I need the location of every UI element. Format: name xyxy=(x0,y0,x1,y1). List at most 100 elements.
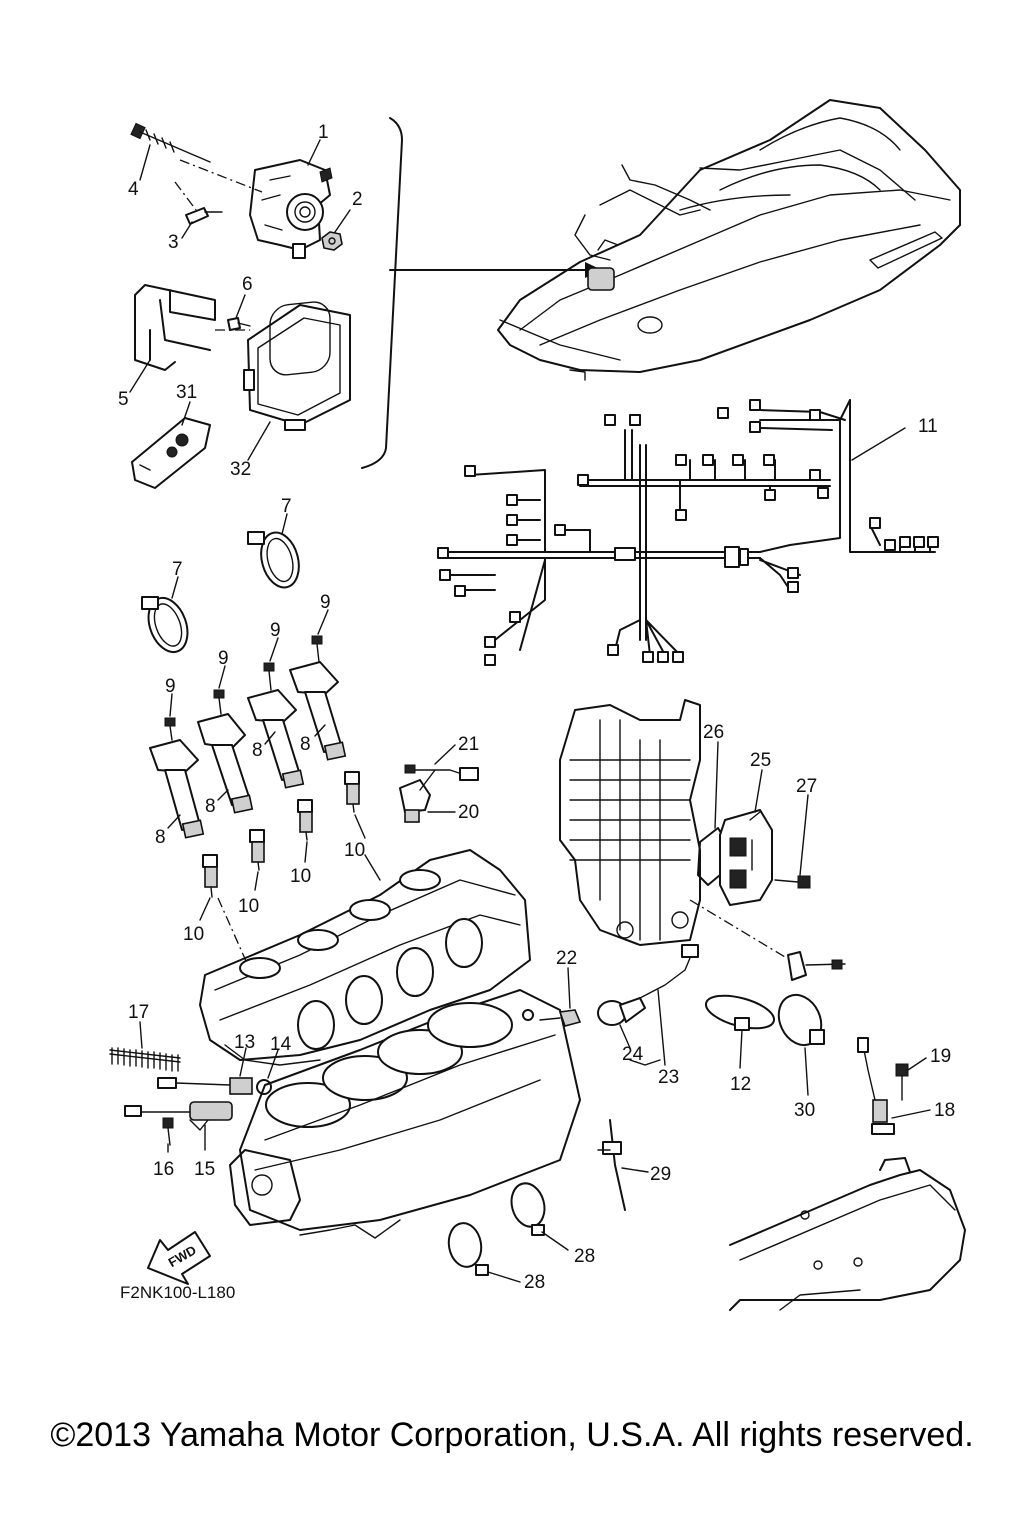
callout-17: 17 xyxy=(128,1002,149,1049)
svg-text:1: 1 xyxy=(318,122,329,143)
callout-6: 6 xyxy=(235,274,253,319)
ignition-coils xyxy=(149,661,347,839)
callout-12: 12 xyxy=(730,1029,751,1095)
drawing-code: F2NK100-L180 xyxy=(120,1283,235,1302)
sensor-part-22 xyxy=(539,1009,582,1027)
band-part-30 xyxy=(777,993,825,1047)
svg-text:9: 9 xyxy=(320,592,331,613)
watercraft-illustration xyxy=(497,99,961,381)
svg-text:9: 9 xyxy=(218,648,229,669)
svg-text:7: 7 xyxy=(281,496,292,517)
sensor-part-18 xyxy=(857,1037,895,1135)
callout-9b: 9 xyxy=(218,648,229,689)
remote-key-part-31 xyxy=(131,417,211,489)
gasket-part-14 xyxy=(256,1079,272,1095)
centerline-module xyxy=(689,899,791,961)
callout-1: 1 xyxy=(307,122,329,166)
coil-bolts xyxy=(164,635,323,741)
callout-16: 16 xyxy=(153,1143,174,1180)
band-part-28-lower xyxy=(447,1222,489,1276)
callout-25: 25 xyxy=(750,750,771,813)
callout-2: 2 xyxy=(334,189,363,233)
bolt-part-16 xyxy=(162,1117,174,1146)
svg-text:24: 24 xyxy=(622,1044,644,1065)
callout-4: 4 xyxy=(128,144,151,200)
svg-text:31: 31 xyxy=(176,382,197,403)
callout-30: 30 xyxy=(794,1047,815,1121)
callout-9d: 9 xyxy=(317,592,331,635)
svg-text:11: 11 xyxy=(918,416,938,437)
callout-15: 15 xyxy=(194,1124,215,1180)
svg-text:8: 8 xyxy=(205,796,216,817)
svg-text:16: 16 xyxy=(153,1159,174,1180)
svg-text:14: 14 xyxy=(270,1034,292,1055)
svg-text:4: 4 xyxy=(128,179,139,200)
band-part-28-upper xyxy=(510,1182,546,1236)
svg-text:10: 10 xyxy=(344,840,365,861)
svg-text:29: 29 xyxy=(650,1164,671,1185)
callout-11: 11 xyxy=(851,416,938,461)
bolt-part-4 xyxy=(130,122,263,193)
callout-3: 3 xyxy=(168,221,193,253)
svg-text:8: 8 xyxy=(252,740,263,761)
callout-32: 32 xyxy=(230,421,271,480)
callout-9a: 9 xyxy=(165,676,176,717)
sensor-part-13 xyxy=(157,1077,253,1095)
bolt-part-27 xyxy=(774,875,811,889)
svg-text:6: 6 xyxy=(242,274,253,295)
callout-27: 27 xyxy=(796,776,817,876)
wire-harness-part-11 xyxy=(437,399,939,666)
bracket-connector xyxy=(787,951,846,981)
callout-13: 13 xyxy=(234,1032,255,1077)
band-part-7-upper xyxy=(247,531,300,589)
svg-text:26: 26 xyxy=(703,722,724,743)
callout-28a: 28 xyxy=(541,1231,595,1267)
callout-28b: 28 xyxy=(487,1271,545,1293)
cylinder-block xyxy=(229,989,581,1239)
sensor-part-24 xyxy=(597,997,646,1026)
callout-10d: 10 xyxy=(344,814,381,881)
svg-text:9: 9 xyxy=(165,676,176,697)
exhaust-pipe xyxy=(729,1157,966,1311)
svg-text:3: 3 xyxy=(168,232,179,253)
callout-10b: 10 xyxy=(238,871,259,917)
bolt-part-19 xyxy=(895,1063,909,1101)
sensor-part-20 xyxy=(399,779,431,823)
callout-5: 5 xyxy=(118,359,151,410)
svg-text:28: 28 xyxy=(574,1246,595,1267)
control-module-part-25 xyxy=(719,809,773,906)
bolt-part-21 xyxy=(404,764,479,791)
svg-text:20: 20 xyxy=(458,802,479,823)
svg-text:18: 18 xyxy=(934,1100,955,1121)
callout-14: 14 xyxy=(267,1034,292,1079)
callout-23: 23 xyxy=(657,989,679,1088)
svg-text:22: 22 xyxy=(556,948,577,969)
tie-part-29 xyxy=(597,1119,626,1211)
bracket-part-5 xyxy=(134,284,250,371)
callout-10a: 10 xyxy=(183,897,211,945)
ecm-unit-part-32 xyxy=(243,301,351,431)
svg-text:9: 9 xyxy=(270,620,281,641)
callout-8a: 8 xyxy=(155,814,181,848)
callout-9c: 9 xyxy=(269,620,281,662)
callout-labels: 1 2 3 4 5 6 31 32 7 7 9 9 9 9 8 8 8 8 10… xyxy=(118,122,955,1293)
callout-8c: 8 xyxy=(252,731,276,761)
callout-29: 29 xyxy=(621,1164,671,1185)
callout-7a: 7 xyxy=(281,496,292,535)
band-part-12 xyxy=(704,994,776,1031)
svg-text:30: 30 xyxy=(794,1100,815,1121)
svg-text:25: 25 xyxy=(750,750,771,771)
intake-ports xyxy=(297,918,483,1050)
throttle-position-sensor-assembly xyxy=(249,159,333,259)
group-bracket xyxy=(361,117,403,469)
callout-10c: 10 xyxy=(290,841,311,887)
svg-text:2: 2 xyxy=(352,189,363,210)
nut-part-2 xyxy=(321,231,343,251)
callout-7b: 7 xyxy=(171,559,183,599)
svg-text:19: 19 xyxy=(930,1046,951,1067)
cylinder-head xyxy=(199,849,531,1066)
callout-22: 22 xyxy=(556,948,577,1009)
svg-text:32: 32 xyxy=(230,459,251,480)
ignition-coil-1 xyxy=(149,739,205,839)
